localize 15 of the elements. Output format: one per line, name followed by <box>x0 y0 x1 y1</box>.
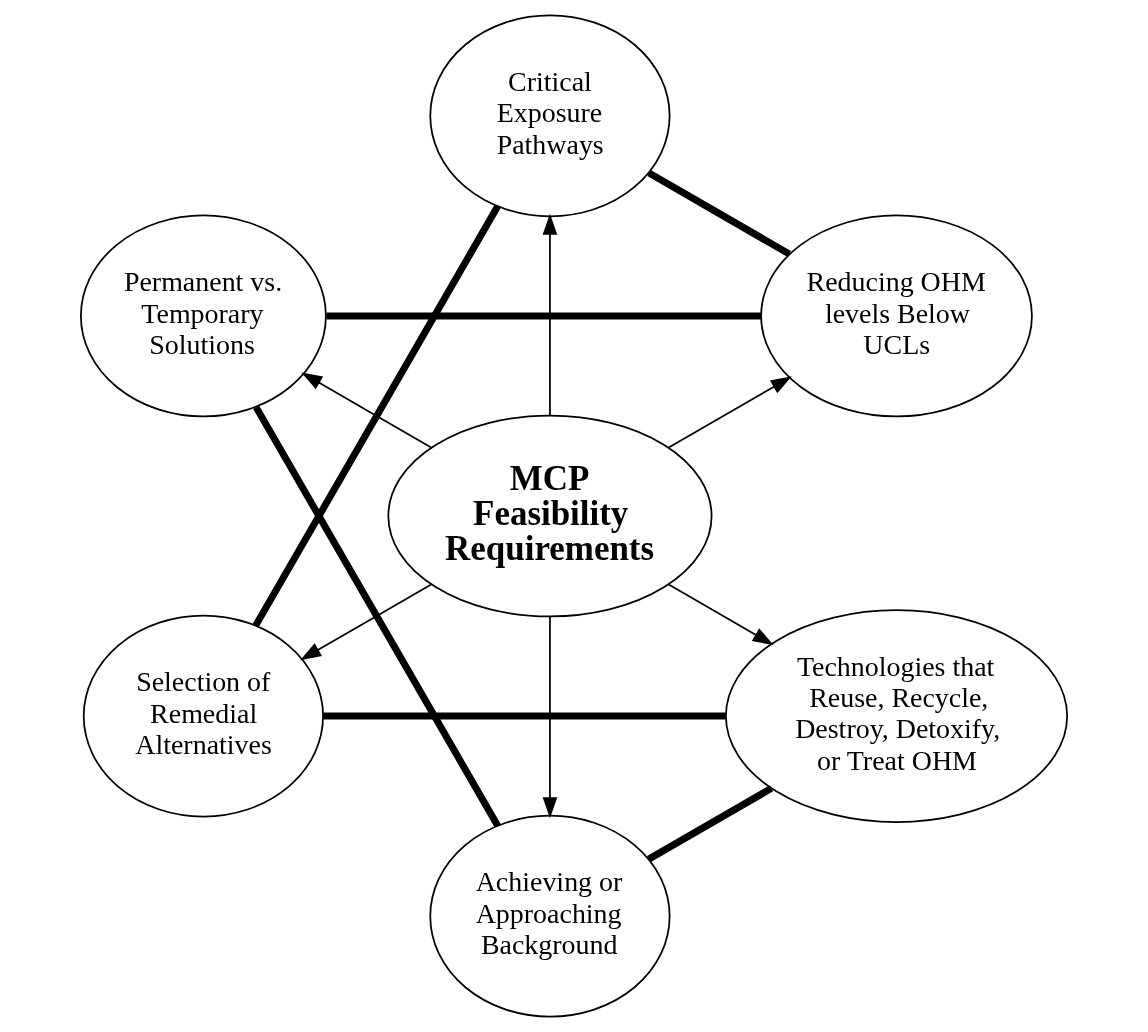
connector <box>647 170 791 257</box>
arrow <box>667 583 774 646</box>
node-ellipse: Achieving or Approaching Background <box>429 814 671 1018</box>
node-ellipse: MCP Feasibility Requirements <box>387 414 713 618</box>
node-ellipse: Reducing OHM levels Below UCLs <box>760 214 1033 418</box>
connector <box>252 204 501 628</box>
connector <box>253 405 501 828</box>
arrow <box>667 376 792 449</box>
node-ellipse: Technologies that Reuse, Recycle, Destroy, Detoxify, or Treat OHM <box>725 609 1069 823</box>
arrow <box>542 615 558 819</box>
arrow <box>301 372 433 449</box>
arrow <box>300 583 433 661</box>
arrow <box>542 213 558 417</box>
node-ellipse: Critical Exposure Pathways <box>429 14 671 218</box>
connector <box>647 785 774 863</box>
